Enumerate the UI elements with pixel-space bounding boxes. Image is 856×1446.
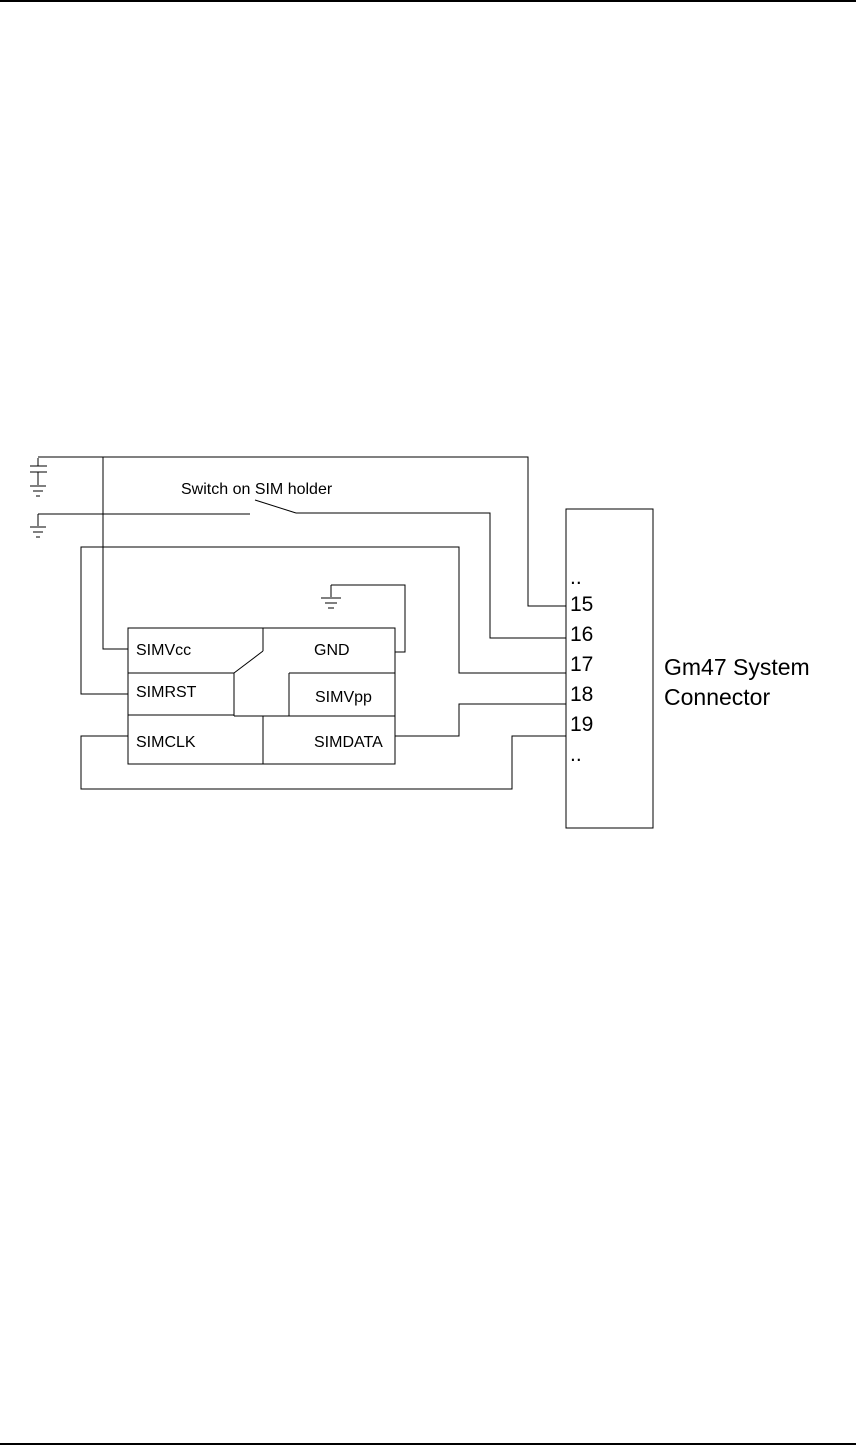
connector-pin-16: 16 [570, 623, 593, 646]
connector-pin-18: 18 [570, 683, 593, 706]
connector-pin-ellipsis-bottom: .. [570, 743, 582, 766]
connector-pin-17: 17 [570, 653, 593, 676]
capacitor-symbol [30, 458, 47, 485]
sim-cell-gnd: GND [314, 642, 350, 659]
sim-cell-vpp: SIMVpp [315, 689, 372, 706]
wire-simdata-pin18 [395, 704, 566, 736]
connector-pin-19: 19 [570, 713, 593, 736]
connector-title-line1: Gm47 System [664, 654, 810, 680]
sim-cell-data: SIMDATA [314, 734, 383, 751]
sim-cell-clk: SIMCLK [136, 734, 196, 751]
connector-pin-15: 15 [570, 593, 593, 616]
switch-label: Switch on SIM holder [181, 481, 333, 498]
connector-pin-ellipsis-top: .. [570, 566, 582, 589]
sim-cell-vcc: SIMVcc [136, 642, 191, 659]
switch-blade [255, 500, 296, 513]
ground-icon-gnd [321, 585, 341, 608]
wire-simvcc [103, 457, 128, 649]
sim-cell-rst: SIMRST [136, 684, 197, 701]
wire-vcc-pin15 [38, 457, 566, 606]
ground-icon-switch [30, 514, 46, 537]
wire-switch-pin16 [296, 513, 566, 638]
connector-title-line2: Connector [664, 684, 770, 710]
ground-icon-capacitor [30, 486, 46, 496]
wire-simrst-pin17 [81, 547, 566, 694]
